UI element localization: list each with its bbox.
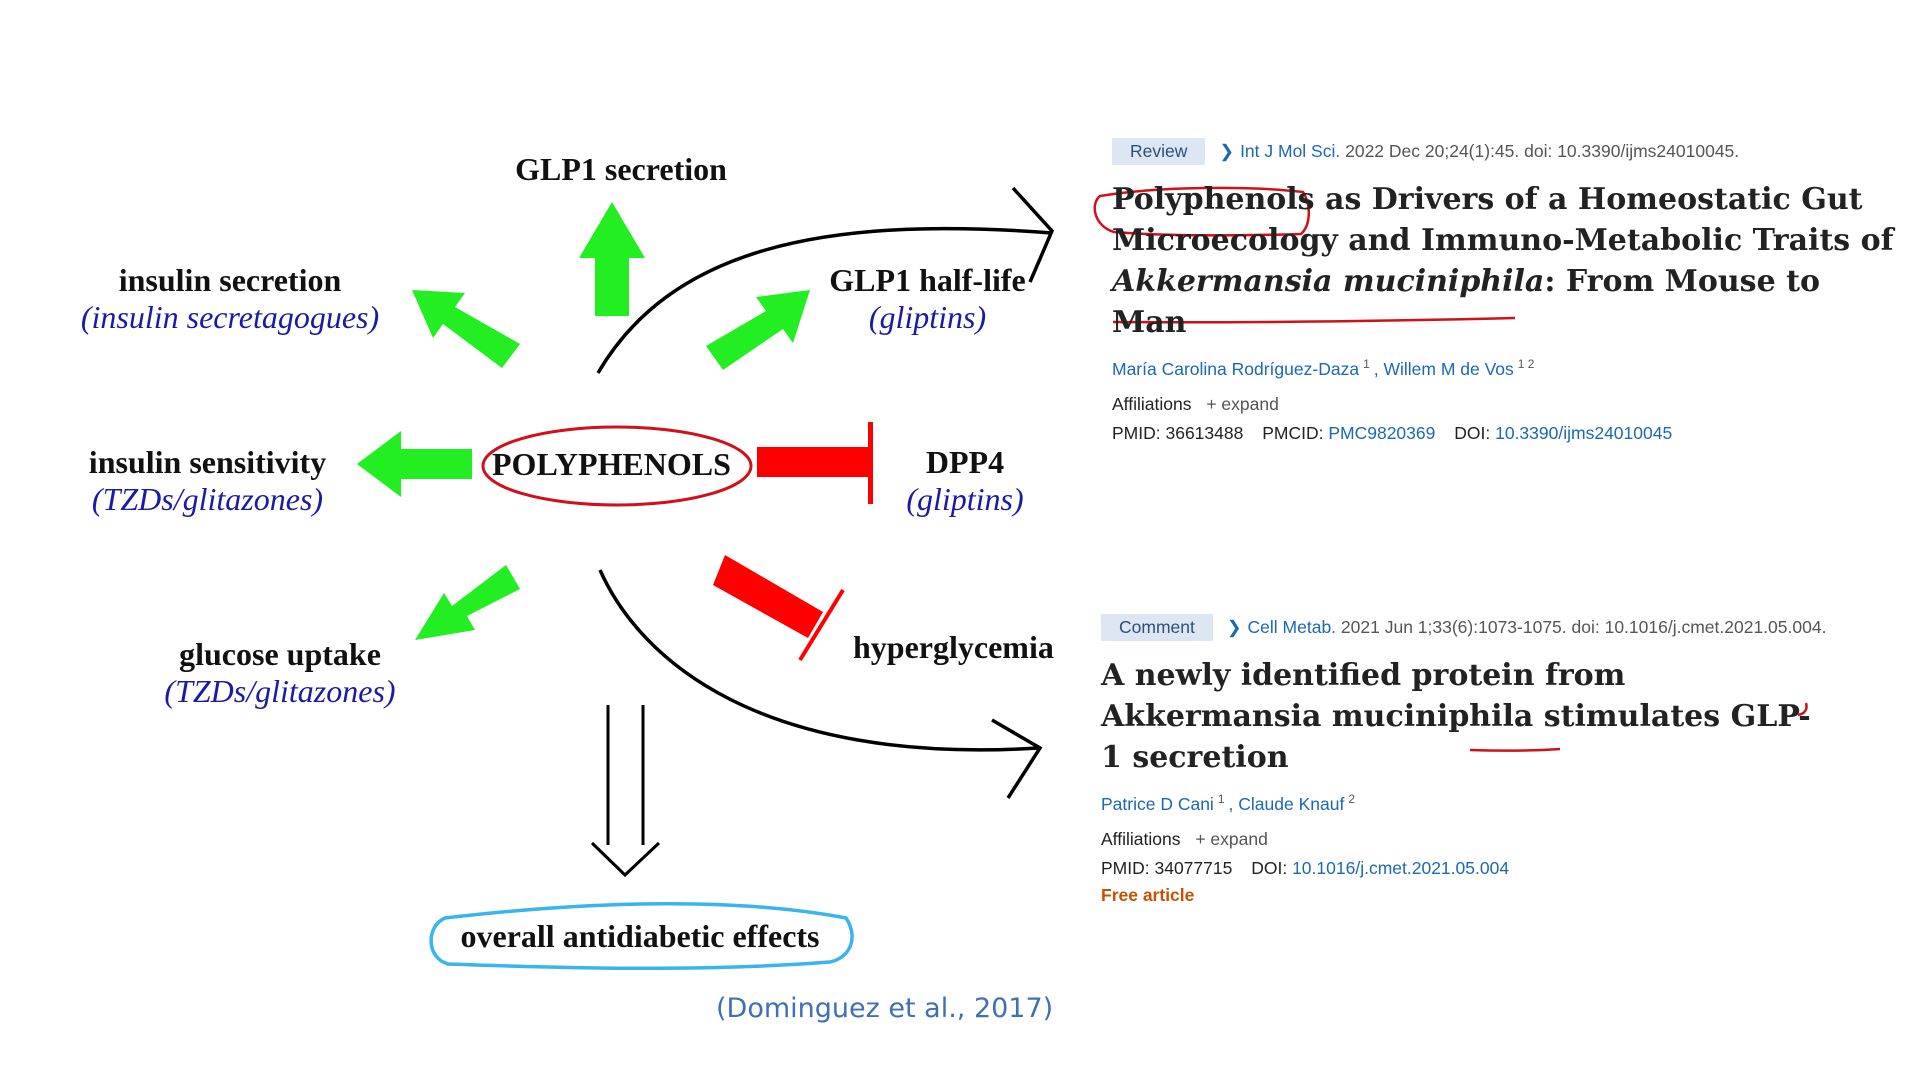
- doi-label: DOI:: [1251, 857, 1288, 878]
- insulin-sensitivity-sublabel: (TZDs/glitazones): [91, 481, 324, 517]
- author-link[interactable]: María Carolina Rodríguez-Daza: [1112, 358, 1360, 379]
- red-underline-glp1: [1469, 747, 1561, 752]
- arrow-upright-glp1-half-life: [706, 290, 810, 370]
- glucose-uptake-label: glucose uptake: [179, 636, 381, 672]
- citation-text: (Dominguez et al., 2017): [716, 993, 1054, 1024]
- polyphenols-label: POLYPHENOLS: [492, 446, 731, 482]
- affiliation-ref: 1 2: [1517, 357, 1535, 371]
- author-link[interactable]: Patrice D Cani: [1101, 793, 1214, 814]
- node-insulin-sensitivity: insulin sensitivity (TZDs/glitazones): [75, 444, 340, 518]
- pmid-text: PMID: 34077715: [1101, 857, 1233, 878]
- curve-arrow-to-review: [596, 226, 1053, 374]
- journal-link[interactable]: Cell Metab.: [1247, 617, 1337, 637]
- arrow-downleft-glucose-uptake: [415, 565, 520, 640]
- article-meta: Review ❯ Int J Mol Sci. 2022 Dec 20;24(1…: [1112, 138, 1902, 165]
- affiliations-row[interactable]: Affiliations + expand: [1101, 829, 1901, 850]
- arrow-up-glp1-secretion: [579, 202, 645, 316]
- article-title[interactable]: Polyphenols as Drivers of a Homeostatic …: [1112, 179, 1902, 343]
- node-insulin-secretion: insulin secretion (insulin secretagogues…: [60, 262, 400, 336]
- chevron-right-icon: ❯: [1226, 617, 1242, 637]
- red-circle-title-polyphenols: [1093, 186, 1310, 237]
- inhibit-cap-hyperglycemia: [798, 588, 845, 662]
- affiliations-label: Affiliations: [1112, 393, 1192, 414]
- glp1-half-life-label: GLP1 half-life: [829, 262, 1026, 298]
- insulin-sensitivity-label: insulin sensitivity: [88, 444, 327, 480]
- author-link[interactable]: Willem M de Vos: [1383, 358, 1514, 379]
- doi-label: DOI:: [1454, 422, 1491, 443]
- affiliation-ref: 1: [1363, 357, 1370, 371]
- expand-toggle[interactable]: + expand: [1195, 828, 1268, 849]
- dpp4-sublabel: (gliptins): [906, 481, 1024, 517]
- curve-arrowhead-review: [1011, 186, 1055, 283]
- node-hyperglycemia: hyperglycemia: [853, 629, 1073, 666]
- article-meta: Comment ❯ Cell Metab. 2021 Jun 1;33(6):1…: [1101, 614, 1901, 641]
- affiliation-ref: 1: [1217, 792, 1225, 806]
- article-card-review: Review ❯ Int J Mol Sci. 2022 Dec 20;24(1…: [1112, 138, 1902, 444]
- chevron-right-icon: ❯: [1219, 141, 1235, 161]
- node-glucose-uptake: glucose uptake (TZDs/glitazones): [145, 636, 415, 710]
- expand-toggle[interactable]: + expand: [1206, 393, 1279, 414]
- doi-link[interactable]: 10.1016/j.cmet.2021.05.004: [1292, 857, 1510, 878]
- author-link[interactable]: Claude Knauf: [1238, 793, 1345, 814]
- journal-link[interactable]: Int J Mol Sci.: [1240, 141, 1341, 161]
- red-circle-polyphenols: [481, 425, 753, 507]
- affiliation-ref: 2: [1348, 792, 1355, 806]
- insulin-secretion-sublabel: (insulin secretagogues): [80, 299, 380, 335]
- title-text: Polyphenols as Drivers of a Homeostatic …: [1112, 182, 1894, 258]
- glp1-half-life-sublabel: (gliptins): [868, 299, 987, 335]
- pmid-text: PMID: 36613488: [1112, 422, 1244, 443]
- identifier-row: PMID: 34077715 DOI: 10.1016/j.cmet.2021.…: [1101, 858, 1901, 879]
- title-text-end: : From Mouse to Man: [1112, 264, 1820, 340]
- node-dpp4: DPP4 (gliptins): [890, 444, 1040, 518]
- hyperglycemia-label: hyperglycemia: [853, 629, 1054, 665]
- citation-details: 2022 Dec 20;24(1):45. doi: 10.3390/ijms2…: [1345, 141, 1740, 161]
- article-type-badge: Comment: [1101, 614, 1213, 641]
- inhibit-bar-dpp4: [757, 447, 870, 477]
- citation-details: 2021 Jun 1;33(6):1073-1075. doi: 10.1016…: [1340, 617, 1827, 637]
- inhibit-bar-hyperglycemia: [713, 555, 823, 638]
- free-article-badge: Free article: [1101, 884, 1195, 905]
- dpp4-label: DPP4: [925, 444, 1005, 480]
- curve-arrow-to-comment: [598, 569, 1039, 752]
- red-mark-akkermansia: [1797, 702, 1808, 717]
- arrow-upleft-insulin-secretion: [412, 290, 520, 368]
- inhibit-cap-dpp4: [868, 422, 873, 504]
- glp1-secretion-label: GLP1 secretion: [515, 151, 727, 187]
- doi-link[interactable]: 10.3390/ijms24010045: [1495, 422, 1673, 443]
- insulin-secretion-label: insulin secretion: [118, 262, 342, 298]
- affiliations-row[interactable]: Affiliations + expand: [1112, 394, 1902, 415]
- node-glp1-secretion: GLP1 secretion: [508, 151, 734, 188]
- identifier-row: PMID: 36613488 PMCID: PMC9820369 DOI: 10…: [1112, 423, 1902, 444]
- pmcid-label: PMCID:: [1262, 422, 1324, 443]
- node-outcome: overall antidiabetic effects: [440, 918, 840, 955]
- article-title[interactable]: A newly identified protein from Akkerman…: [1101, 658, 1811, 775]
- title-italic-text: Akkermansia muciniphila: [1112, 264, 1545, 299]
- node-glp1-half-life: GLP1 half-life (gliptins): [815, 262, 1040, 336]
- overall-effects-label: overall antidiabetic effects: [460, 918, 820, 954]
- curve-arrowhead-comment: [991, 718, 1043, 799]
- article-card-comment: Comment ❯ Cell Metab. 2021 Jun 1;33(6):1…: [1101, 614, 1901, 906]
- double-down-arrow: [590, 705, 661, 878]
- affiliations-label: Affiliations: [1101, 828, 1181, 849]
- pmcid-link[interactable]: PMC9820369: [1328, 422, 1436, 443]
- glucose-uptake-sublabel: (TZDs/glitazones): [164, 673, 396, 709]
- arrow-left-insulin-sensitivity: [357, 431, 472, 497]
- red-underline-akkermansia: [1112, 316, 1516, 324]
- blue-circle-outcome: [429, 901, 854, 971]
- article-type-badge: Review: [1112, 138, 1206, 165]
